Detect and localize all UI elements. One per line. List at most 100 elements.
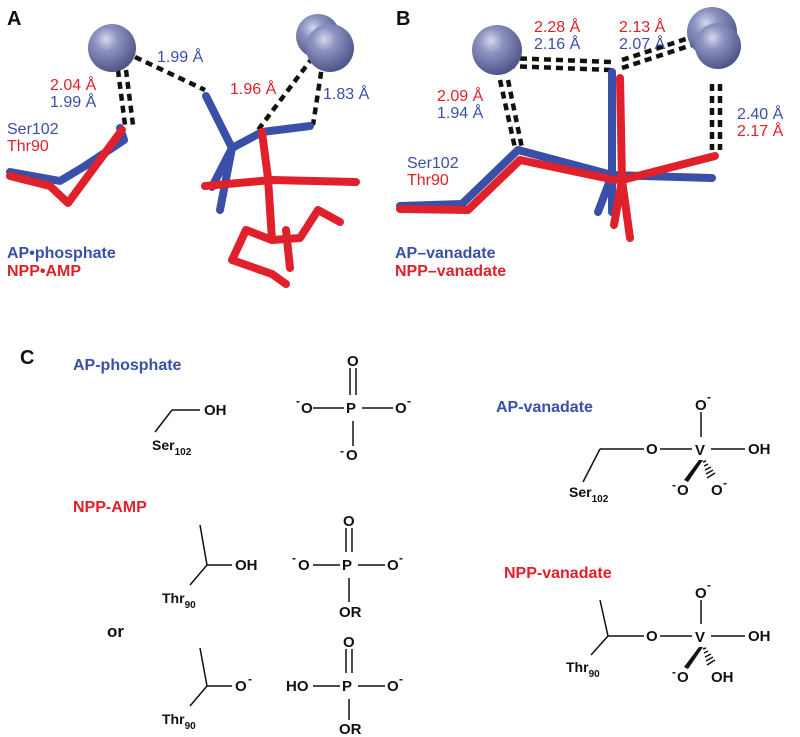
amp-red-3 <box>228 226 276 278</box>
npp-amp-alt-thr: Thr90 <box>162 711 196 732</box>
bond-a4 <box>256 55 315 132</box>
npp-amp-oh: OH <box>235 557 258 574</box>
ser102-stick <box>6 124 128 185</box>
npp-vanadate-title: NPP-vanadate <box>504 565 612 582</box>
npp-amp-thr: Thr90 <box>162 590 196 611</box>
bond-a3 <box>134 54 206 93</box>
dist-b-topleft-blue: 2.16 Å <box>534 34 581 53</box>
panel-b-red-sticks <box>396 74 719 242</box>
dist-a-right-red: 1.96 Å <box>230 79 277 98</box>
npp-vanadate-wedge <box>684 647 703 669</box>
npp-amp-o-top: O <box>343 513 355 530</box>
amp-red-1 <box>201 176 360 190</box>
dist-a-top-blue: 1.99 Å <box>157 47 204 66</box>
dist-b-right-red: 2.17 Å <box>737 121 784 140</box>
bond-a2 <box>123 69 136 126</box>
bond-b6 <box>505 79 525 149</box>
npp-amp-alt-ho: HO <box>286 678 309 695</box>
npp-vanadate-structure: NPP-vanadate O V OH O - - <box>504 565 771 686</box>
bond-b5 <box>497 79 518 149</box>
svg-text:-: - <box>672 665 676 679</box>
npp-vanadate-thr: Thr90 <box>566 659 600 680</box>
ap-phosphate-o-left: O <box>301 400 313 417</box>
ap-vanadate-o-br: O <box>711 482 723 499</box>
ap-phosphate-o-bottom: O <box>346 447 358 464</box>
panel-a-red-sticks <box>6 126 360 288</box>
npp-amp-alt-or: OR <box>339 721 362 737</box>
npp-vanadate-o-bl: O <box>677 669 689 686</box>
panel-a: A 1.99 Å <box>6 8 370 288</box>
res-a-red: Thr90 <box>7 138 49 155</box>
panel-c: C AP-phosphate OH Ser102 - O P O - O <box>20 347 771 737</box>
res-b-red: Thr90 <box>407 172 449 189</box>
npp-amp-o-left: O <box>298 557 310 574</box>
npp-amp-alt-structure: O - Thr90 HO P O - O OR <box>162 634 403 737</box>
vanadate-red-1 <box>616 74 634 242</box>
panel-b: B 2.28 Å <box>395 7 784 280</box>
ap-vanadate-structure: AP-vanadate O V OH O - - O <box>496 390 771 505</box>
legend-a-red: NPP•AMP <box>7 263 81 280</box>
svg-text:-: - <box>248 672 252 686</box>
npp-vanadate-o-top: O <box>695 585 707 602</box>
vanadate-red-3 <box>610 176 626 229</box>
phosphate-blue-3 <box>208 144 236 191</box>
ap-vanadate-v: V <box>695 442 705 459</box>
svg-text:-: - <box>296 394 300 408</box>
dist-a-left-blue: 1.99 Å <box>50 92 97 111</box>
ap-phosphate-ser: Ser102 <box>152 437 192 458</box>
npp-amp-alt-o: O <box>235 678 247 695</box>
ap-vanadate-ser: Ser102 <box>569 484 609 505</box>
ap-phosphate-oh: OH <box>204 402 227 419</box>
bond-a5 <box>310 59 326 126</box>
npp-amp-o-right: O <box>387 557 399 574</box>
npp-vanadate-v: V <box>695 629 705 646</box>
panel-a-letter: A <box>7 8 21 30</box>
dist-a-left-red: 2.04 Å <box>50 75 97 94</box>
npp-vanadate-oh-br: OH <box>711 669 734 686</box>
npp-vanadate-oh: OH <box>748 628 771 645</box>
svg-text:-: - <box>292 551 296 565</box>
metal-sphere-b3 <box>695 23 741 69</box>
svg-text:-: - <box>399 551 403 565</box>
npp-vanadate-o-link: O <box>646 628 658 645</box>
dist-b-topright-blue: 2.07 Å <box>619 34 666 53</box>
ap-phosphate-structure: AP-phosphate OH Ser102 - O P O - O - O <box>73 353 411 464</box>
dist-b-topleft-red: 2.28 Å <box>534 17 581 36</box>
bond-b4 <box>621 33 696 63</box>
amp-red-4 <box>268 206 344 244</box>
legend-a-blue: AP•phosphate <box>7 245 116 262</box>
dist-b-right-blue: 2.40 Å <box>737 104 784 123</box>
legend-b-blue: AP–vanadate <box>395 245 496 262</box>
ser102-b-stick <box>396 146 616 210</box>
svg-text:-: - <box>399 672 403 686</box>
ap-phosphate-o-right: O <box>395 400 407 417</box>
npp-amp-p: P <box>342 557 352 574</box>
vanadate-red-2 <box>618 152 719 184</box>
ap-vanadate-o-bl: O <box>677 482 689 499</box>
res-a-blue: Ser102 <box>7 121 59 138</box>
npp-amp-alt-p: P <box>342 678 352 695</box>
phosphate-blue-2 <box>228 122 314 152</box>
svg-text:-: - <box>672 478 676 492</box>
metal-sphere-a3 <box>306 24 354 72</box>
svg-text:-: - <box>707 578 711 592</box>
svg-text:-: - <box>707 390 711 404</box>
panel-c-letter: C <box>20 347 34 369</box>
legend-b-red: NPP–vanadate <box>395 263 506 280</box>
panel-b-letter: B <box>396 8 410 30</box>
dist-b-topright-red: 2.13 Å <box>619 17 666 36</box>
npp-amp-or: OR <box>339 604 362 621</box>
npp-amp-alt-o-top: O <box>343 634 355 651</box>
ap-vanadate-o-link: O <box>646 441 658 458</box>
dist-a-right-blue: 1.83 Å <box>323 84 370 103</box>
npp-amp-structure: NPP-AMP OH Thr90 - O P O - O OR <box>73 499 403 621</box>
ap-vanadate-oh: OH <box>748 441 771 458</box>
bond-b3 <box>621 41 696 71</box>
svg-text:-: - <box>407 394 411 408</box>
amp-red-5 <box>268 270 290 288</box>
ap-vanadate-title: AP-vanadate <box>496 399 593 416</box>
svg-text:-: - <box>340 444 344 458</box>
npp-amp-title: NPP-AMP <box>73 499 147 516</box>
thr90-b-stick <box>396 156 619 214</box>
